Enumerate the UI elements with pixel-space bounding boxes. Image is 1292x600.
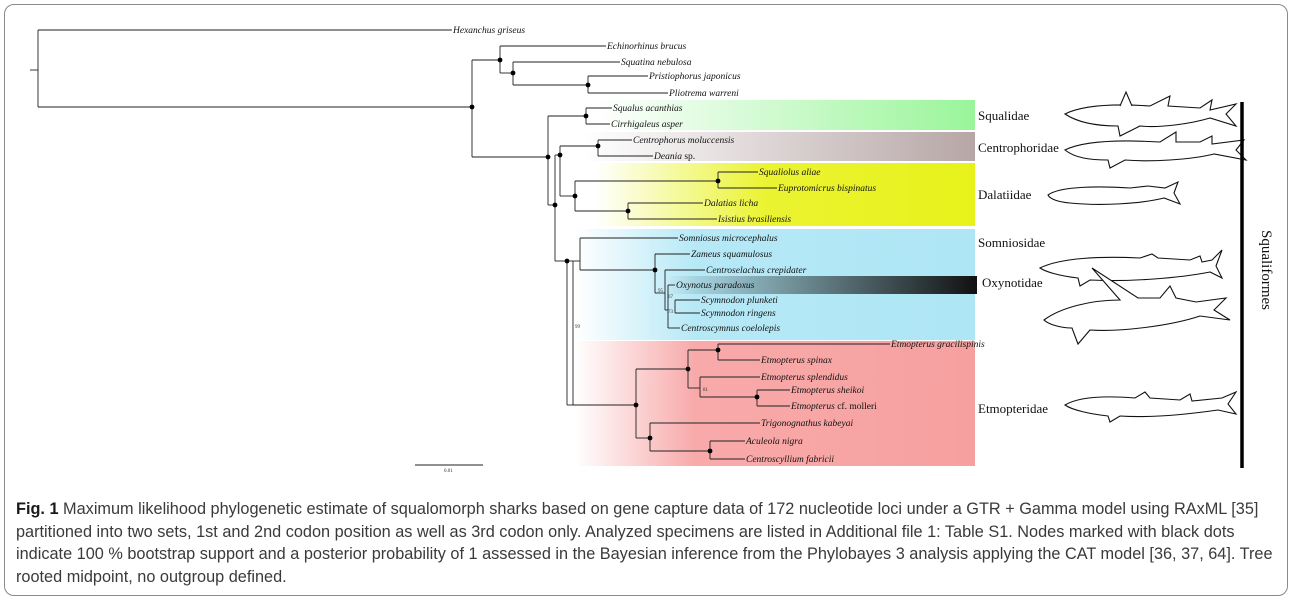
taxon-label: Centroscymnus coelolepis [681, 324, 780, 334]
taxon-label: Dalatias licha [703, 199, 758, 209]
taxon-label: Aculeola nigra [745, 437, 803, 447]
etmopteridae-box [575, 341, 975, 466]
figure-number: Fig. 1 [16, 500, 59, 518]
taxon-label: Scymnodon plunketi [701, 296, 778, 306]
phylogenetic-tree-figure: 99 95 67 73 81 Hexanchus griseus Echinor… [30, 26, 1274, 474]
support-value: 95 [658, 289, 664, 294]
support-value: 99 [575, 325, 581, 330]
taxon-label: Etmopterus gracilispinis [890, 340, 985, 350]
taxon-label: Hexanchus griseus [452, 26, 525, 36]
taxon-labels: Hexanchus griseus Echinorhinus brucus Sq… [452, 26, 985, 465]
taxon-label: Deania sp. [653, 152, 695, 162]
shark-illustration-squalidae [1063, 90, 1238, 137]
scale-bar-label: 0.01 [444, 469, 453, 474]
taxon-label: Etmopterus cf. molleri [790, 401, 877, 412]
figure-caption-text: Maximum likelihood phylogenetic estimate… [16, 500, 1273, 586]
taxon-label: Pliotrema warreni [668, 89, 739, 99]
shark-illustration-dalatiidae [1047, 180, 1182, 206]
taxon-label: Centroselachus crepidater [706, 266, 807, 276]
taxon-genus: Deania [653, 152, 682, 162]
taxon-qualifier: cf. molleri [835, 401, 877, 412]
support-value: 67 [668, 295, 674, 300]
taxon-label: Centrophorus moluccensis [633, 136, 735, 146]
taxon-label: Euprotomicrus bispinatus [777, 184, 876, 194]
taxon-genus: Etmopterus [790, 402, 835, 412]
squalidae-box [595, 100, 975, 130]
support-dots [469, 57, 760, 454]
taxon-label: Somniosus microcephalus [679, 234, 778, 244]
figure-frame [4, 4, 1288, 596]
shark-illustration-somniosidae [1038, 249, 1224, 287]
taxon-label: Centroscyllium fabricii [746, 454, 834, 465]
taxon-label: Echinorhinus brucus [606, 42, 687, 52]
dalatiidae-box [595, 163, 975, 226]
taxon-label: Cirrhigaleus asper [611, 120, 683, 130]
taxon-label: Trigonognathus kabeyai [761, 419, 853, 429]
shark-illustration-etmopteridae [1063, 390, 1238, 423]
figure-caption: Fig. 1 Maximum likelihood phylogenetic e… [16, 498, 1278, 588]
taxon-label: Etmopterus splendidus [760, 373, 848, 383]
taxon-label: Zameus squamulosus [691, 250, 772, 260]
family-label-somniosidae: Somniosidae [978, 235, 1045, 250]
taxon-label: Etmopterus spinax [760, 356, 833, 366]
tree-branches [30, 29, 890, 460]
taxon-label: Squatina nebulosa [621, 58, 692, 68]
family-label-squalidae: Squalidae [978, 108, 1029, 123]
taxon-label: Etmopterus sheikoi [790, 386, 864, 396]
support-value: 73 [668, 310, 674, 315]
taxon-label: Pristiophorus japonicus [648, 72, 741, 82]
shark-illustration-oxynotidae [1043, 267, 1231, 346]
taxon-label: Isistius brasiliensis [717, 215, 791, 225]
family-label-centrophoridae: Centrophoridae [978, 140, 1059, 155]
support-value: 81 [703, 388, 709, 393]
family-label-oxynotidae: Oxynotidae [982, 275, 1043, 290]
oxynotidae-box [665, 276, 977, 294]
family-label-dalatiidae: Dalatiidae [978, 187, 1032, 202]
order-label-squaliformes: Squaliformes [1258, 230, 1274, 310]
taxon-label: Scymnodon ringens [701, 309, 776, 319]
family-label-etmopteridae: Etmopteridae [978, 401, 1048, 416]
taxon-label: Squalus acanthias [613, 104, 683, 114]
taxon-label: Squaliolus aliae [759, 168, 821, 178]
shark-illustration-centrophoridae [1063, 131, 1248, 169]
taxon-qualifier: sp. [682, 152, 695, 162]
taxon-label: Oxynotus paradoxus [676, 281, 755, 291]
